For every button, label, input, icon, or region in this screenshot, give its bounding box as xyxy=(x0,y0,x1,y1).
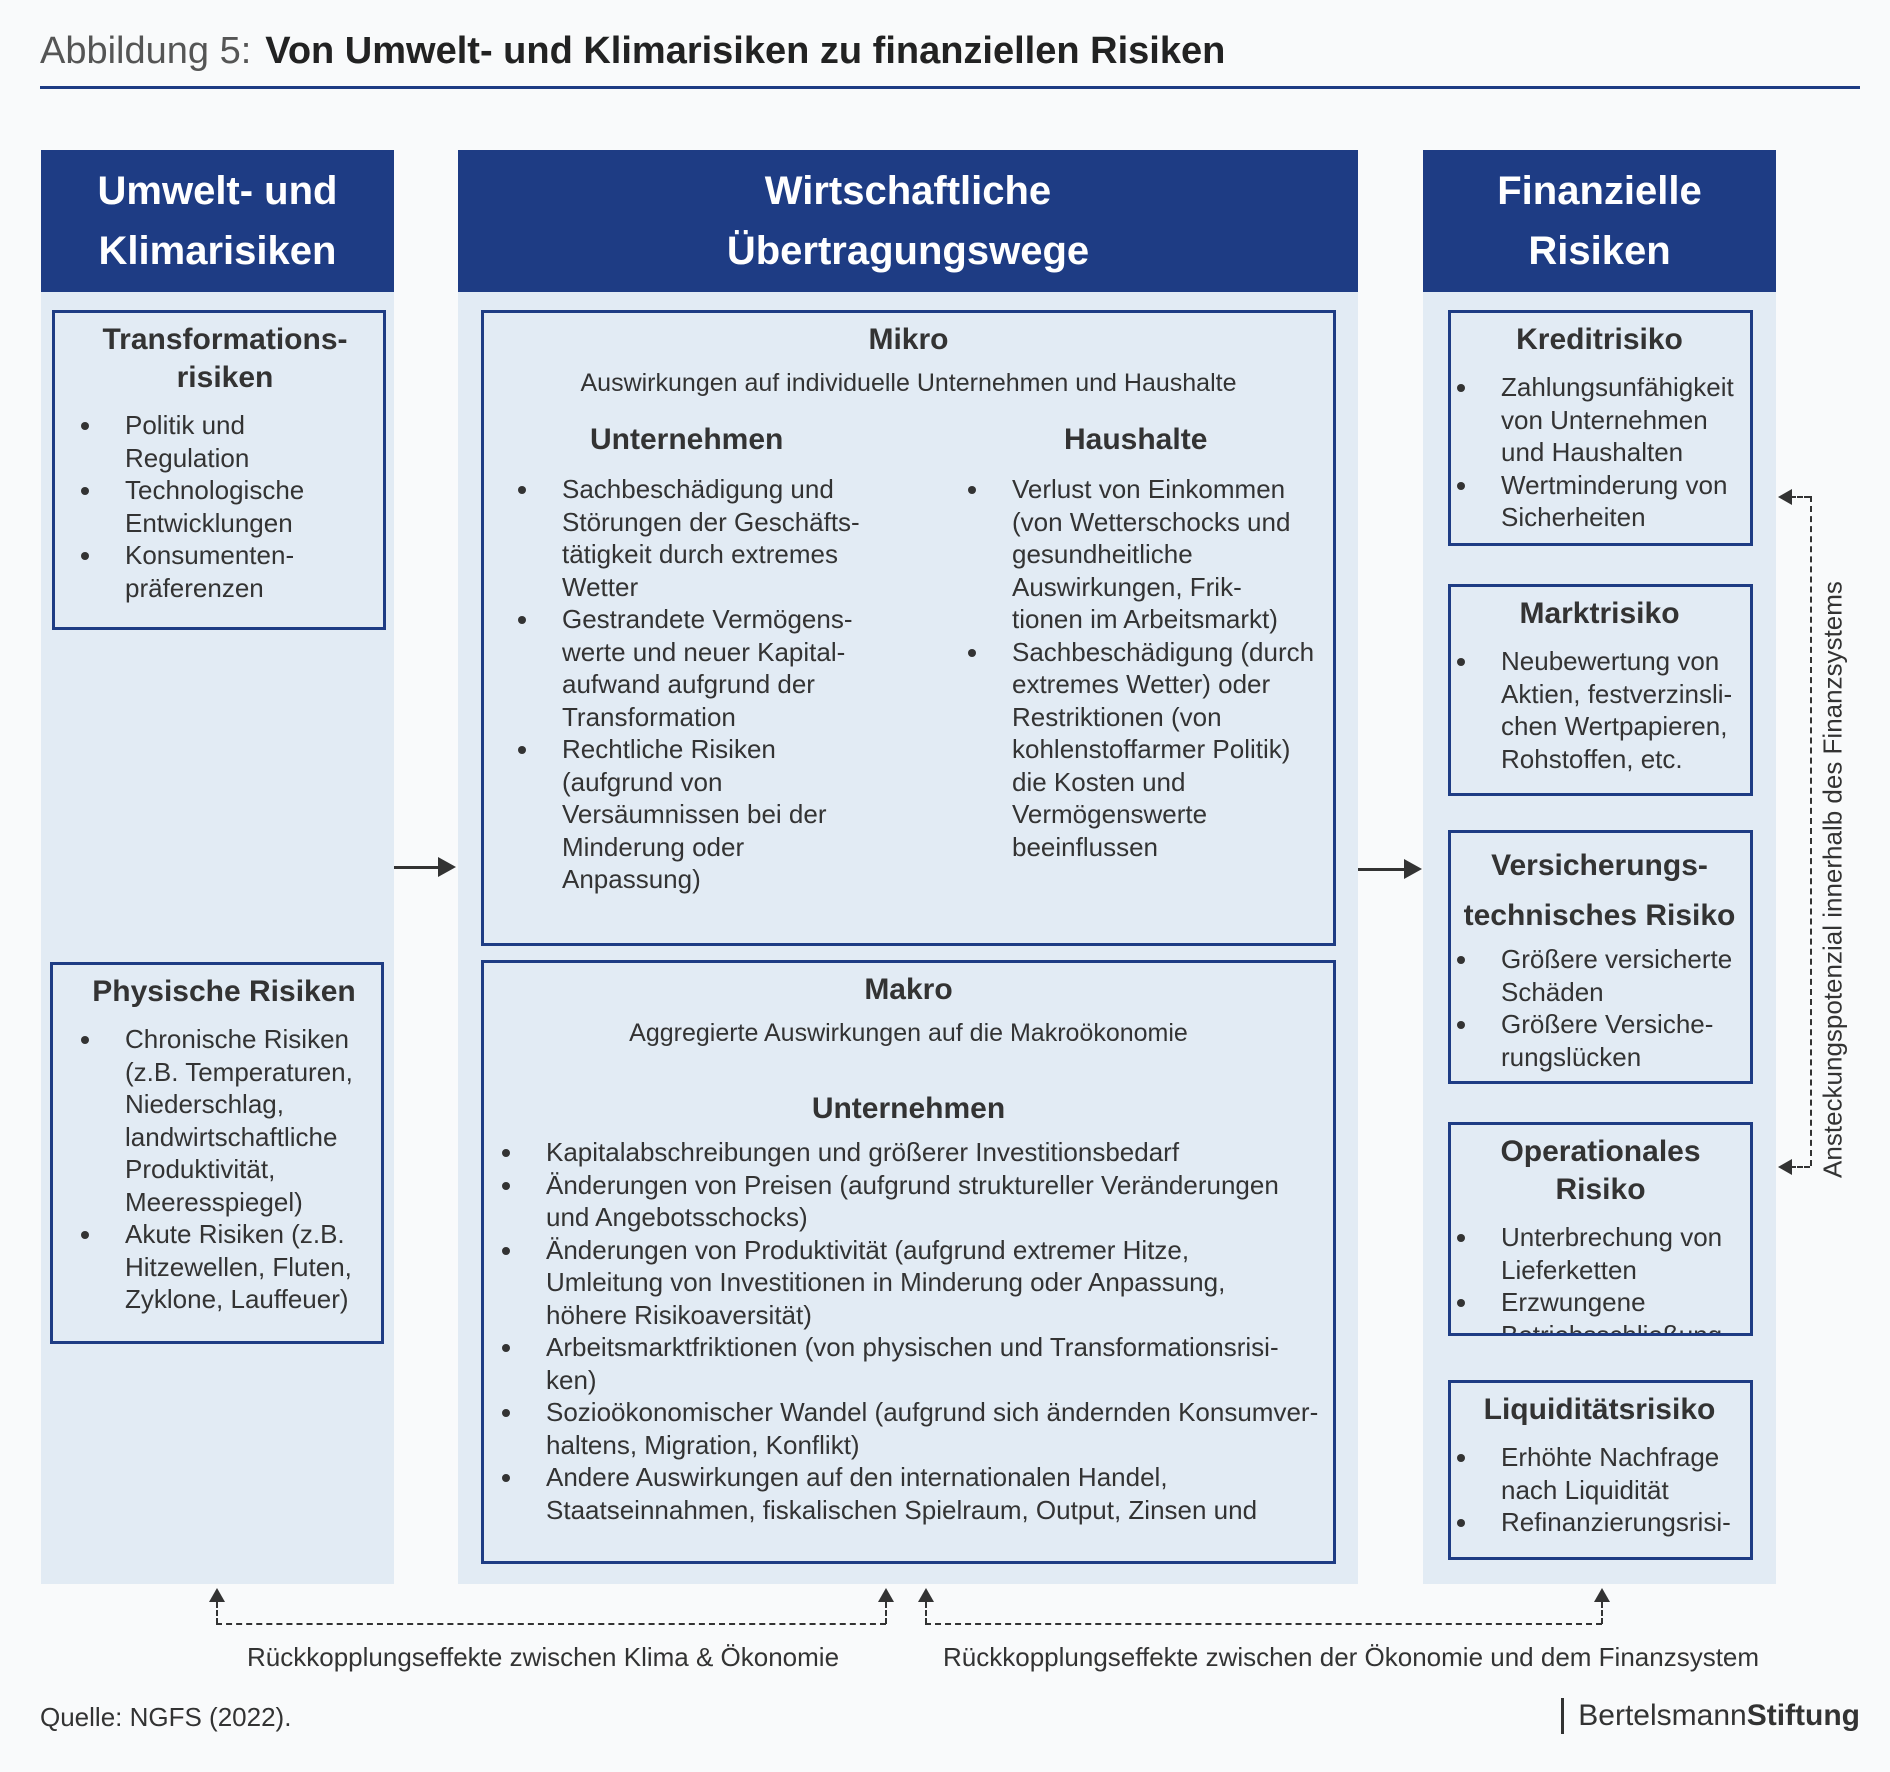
arrow-middle-to-right xyxy=(1358,859,1422,879)
box-mikro: Mikro Auswirkungen auf individuelle Unte… xyxy=(481,310,1336,946)
list-item: Konsumenten- präferenzen xyxy=(77,539,373,604)
feedback-dashed-line xyxy=(885,1602,887,1624)
box-title: Kreditrisiko xyxy=(1516,323,1683,356)
list-item: Änderungen von Produktivität (aufgrund e… xyxy=(498,1234,1333,1332)
bullet-list: Verlust von Einkommen (von Wetterschocks… xyxy=(964,473,1333,864)
bullet-list: Kapitalabschreibungen und größerer Inves… xyxy=(484,1136,1333,1526)
bullet-list: Größere versicherte Schäden Größere Vers… xyxy=(1453,943,1746,1073)
bullet-list: Zahlungsunfähigkeit von Unternehmen und … xyxy=(1453,371,1746,534)
list-item: Refinanzierungsrisi- xyxy=(1453,1506,1746,1539)
box-transformation-risks: Transformations- risiken Politik und Reg… xyxy=(52,310,386,630)
contagion-arrowhead xyxy=(1778,489,1792,505)
feedback-dashed-line xyxy=(925,1623,1602,1625)
list-item: Erhöhte Nachfrage nach Liquidität xyxy=(1453,1441,1746,1506)
list-item: Rechtliche Risiken (aufgrund von Versäum… xyxy=(514,733,914,896)
list-item: Chronische Risiken (z.B. Temperaturen, N… xyxy=(77,1023,371,1218)
column-financial-risks: Finanzielle Risiken Kreditrisiko Zahlung… xyxy=(1423,150,1776,1584)
mikro-households: Haushalte Verlust von Einkommen (von Wet… xyxy=(964,423,1333,864)
list-item: Größere Versiche- rungslücken xyxy=(1453,1008,1746,1073)
feedback-dashed-line xyxy=(216,1602,218,1624)
box-title: Liquiditätsrisiko xyxy=(1483,1393,1716,1426)
list-item: Sachbeschädigung (durch extremes Wetter)… xyxy=(964,636,1333,864)
makro-subtitle: Aggregierte Auswirkungen auf die Makroök… xyxy=(629,1019,1188,1047)
households-title: Haushalte xyxy=(1064,423,1208,456)
column-economic-transmission: Wirtschaftliche Übertragungswege Mikro A… xyxy=(458,150,1358,1584)
column-environment-climate-risks: Umwelt- und Klimarisiken Transformations… xyxy=(41,150,394,1584)
makro-title: Makro xyxy=(864,973,953,1006)
list-item: Technologische Entwicklungen xyxy=(77,474,373,539)
bullet-list: Sachbeschädigung und Störungen der Gesch… xyxy=(514,473,914,896)
list-item: Unterbrechung von Lieferketten xyxy=(1453,1221,1748,1286)
feedback-dashed-line xyxy=(216,1623,886,1625)
mikro-subtitle: Auswirkungen auf individuelle Unternehme… xyxy=(580,369,1237,397)
list-item: Akute Risiken (z.B. Hitzewellen, Fluten,… xyxy=(77,1218,371,1316)
contagion-arrowhead xyxy=(1778,1159,1792,1175)
bullet-list: Politik und Regulation Technologische En… xyxy=(77,409,373,604)
logo-text-light: Bertelsmann xyxy=(1578,1699,1747,1732)
box-title: Operationales Risiko xyxy=(1500,1135,1701,1206)
companies-title: Unternehmen xyxy=(590,423,784,456)
box-operational-risk: Operationales Risiko Unterbrechung von L… xyxy=(1448,1122,1753,1336)
list-item: Verlust von Einkommen (von Wetterschocks… xyxy=(964,473,1333,636)
figure-title: Abbildung 5: Von Umwelt- und Klimarisiken… xyxy=(40,30,1225,73)
box-title: Marktrisiko xyxy=(1519,597,1680,630)
contagion-label: Ansteckungspotenzial innerhalb des Finan… xyxy=(1817,581,1848,1178)
bullet-list: Erhöhte Nachfrage nach Liquidität Refina… xyxy=(1453,1441,1746,1539)
contagion-dashed-line xyxy=(1790,496,1810,498)
box-title: Physische Risiken xyxy=(92,975,356,1008)
box-makro: Makro Aggregierte Auswirkungen auf die M… xyxy=(481,960,1336,1564)
column-heading-right: Finanzielle Risiken xyxy=(1423,150,1776,292)
list-item: Größere versicherte Schäden xyxy=(1453,943,1746,1008)
figure-label: Abbildung 5: xyxy=(40,30,252,72)
column-heading-middle: Wirtschaftliche Übertragungswege xyxy=(458,150,1358,292)
box-underwriting-risk: Versicherungs- technisches Risiko Größer… xyxy=(1448,830,1753,1084)
figure-heading: Von Umwelt- und Klimarisiken zu finanzie… xyxy=(265,30,1226,72)
logo-bar xyxy=(1561,1698,1565,1734)
box-market-risk: Marktrisiko Neubewertung von Aktien, fes… xyxy=(1448,584,1753,796)
list-item: Kapitalabschreibungen und größerer Inves… xyxy=(498,1136,1333,1169)
list-item: Politik und Regulation xyxy=(77,409,373,474)
feedback-arrowhead xyxy=(918,1588,934,1602)
feedback-dashed-line xyxy=(1601,1602,1603,1624)
list-item: Sozioökonomischer Wandel (aufgrund sich … xyxy=(498,1396,1333,1461)
contagion-dashed-line xyxy=(1810,496,1812,1166)
list-item: Sachbeschädigung und Störungen der Gesch… xyxy=(514,473,914,603)
list-item: Wertminderung von Sicherheiten xyxy=(1453,469,1746,534)
feedback-arrowhead xyxy=(209,1588,225,1602)
list-item: Arbeitsmarktfriktionen (von physischen u… xyxy=(498,1331,1333,1396)
box-title: Versicherungs- technisches Risiko xyxy=(1463,849,1736,932)
feedback-dashed-line xyxy=(925,1602,927,1624)
bullet-list: Chronische Risiken (z.B. Temperaturen, N… xyxy=(77,1023,371,1316)
arrow-left-to-middle xyxy=(394,857,456,877)
makro-companies-title: Unternehmen xyxy=(811,1092,1006,1125)
feedback-label-economy-finance: Rückkopplungseffekte zwischen der Ökonom… xyxy=(943,1642,1760,1672)
mikro-title: Mikro xyxy=(868,323,949,356)
list-item: Andere Auswirkungen auf den internationa… xyxy=(498,1461,1333,1526)
mikro-companies: Unternehmen Sachbeschädigung und Störung… xyxy=(514,423,914,896)
bullet-list: Neubewertung von Aktien, festverzinsli- … xyxy=(1453,645,1746,775)
feedback-arrowhead xyxy=(878,1588,894,1602)
list-item: Gestrandete Vermögens- werte und neuer K… xyxy=(514,603,914,733)
title-rule xyxy=(40,86,1860,89)
list-item: Neubewertung von Aktien, festverzinsli- … xyxy=(1453,645,1746,775)
logo-text-bold: Stiftung xyxy=(1746,1699,1860,1732)
list-item: Erzwungene Betriebsschließung xyxy=(1453,1286,1748,1333)
box-liquidity-risk: Liquiditätsrisiko Erhöhte Nachfrage nach… xyxy=(1448,1380,1753,1560)
feedback-arrowhead xyxy=(1594,1588,1610,1602)
box-credit-risk: Kreditrisiko Zahlungsunfähigkeit von Unt… xyxy=(1448,310,1753,546)
box-physical-risks: Physische Risiken Chronische Risiken (z.… xyxy=(50,962,384,1344)
list-item: Zahlungsunfähigkeit von Unternehmen und … xyxy=(1453,371,1746,469)
feedback-label-climate-economy: Rückkopplungseffekte zwischen Klima & Ök… xyxy=(247,1642,840,1672)
source-note: Quelle: NGFS (2022). xyxy=(40,1702,292,1732)
contagion-dashed-line xyxy=(1790,1166,1810,1168)
column-heading-left: Umwelt- und Klimarisiken xyxy=(41,150,394,292)
box-title: Transformations- risiken xyxy=(102,323,348,394)
bullet-list: Unterbrechung von Lieferketten Erzwungen… xyxy=(1453,1221,1748,1333)
list-item: Änderungen von Preisen (aufgrund struktu… xyxy=(498,1169,1333,1234)
